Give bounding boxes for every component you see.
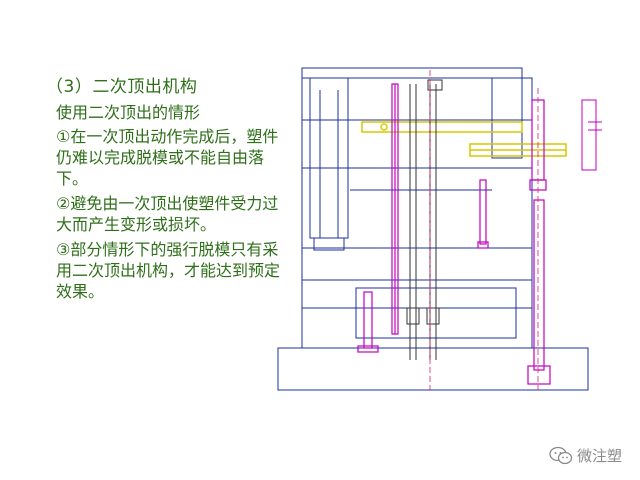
ejector-pins (357, 83, 551, 385)
subtitle: 使用二次顶出的情形 (56, 103, 201, 122)
mold-cross-section-drawing (277, 67, 602, 391)
ejector-plates (361, 121, 567, 157)
watermark-text: 微注塑 (576, 447, 622, 465)
text-block: （3）二次顶出机构 使用二次顶出的情形 ①在一次顶出动作完成后，塑件仍难以完成脱… (46, 76, 286, 306)
wechat-icon (549, 446, 573, 464)
watermark: 微注塑 (549, 445, 622, 466)
point-2: ②避免由一次顶出使塑件受力过大而产生变形或损坏。 (56, 194, 279, 234)
slide-title: （3）二次顶出机构 (46, 77, 198, 97)
centerlines (429, 70, 539, 390)
point-1: ①在一次顶出动作完成后，塑件仍难以完成脱模或不能自由落下。 (56, 127, 279, 188)
mold-frame (277, 67, 602, 391)
point-3: ③部分情形下的强行脱模只有采用二次顶出机构，才能达到预定效果。 (56, 240, 281, 301)
